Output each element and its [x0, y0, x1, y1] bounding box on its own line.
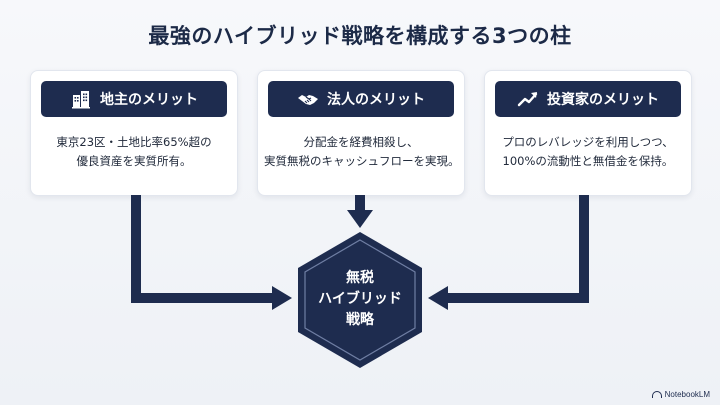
card-landowner: 地主のメリット 東京23区・土地比率65%超の 優良資産を実質所有。 — [30, 70, 238, 196]
card-description-line: 東京23区・土地比率65%超の — [56, 135, 212, 149]
central-strategy-label: 無税 ハイブリッド 戦略 — [300, 268, 420, 331]
card-description-line: 優良資産を実質所有。 — [76, 154, 192, 168]
right-connector-arrow — [428, 195, 589, 310]
trend-up-icon — [517, 88, 539, 110]
card-corporation: 法人のメリット 分配金を経費相殺し、 実質無税のキャッシュフローを実現。 — [257, 70, 465, 196]
card-header-corporation: 法人のメリット — [268, 81, 454, 117]
card-description: 分配金を経費相殺し、 実質無税のキャッシュフローを実現。 — [264, 133, 460, 171]
building-icon — [70, 88, 92, 110]
card-header-landowner: 地主のメリット — [41, 81, 227, 117]
card-description-line: プロのレバレッジを利用しつつ、 — [502, 135, 674, 149]
notebooklm-logo-icon — [651, 391, 662, 398]
left-connector-arrow — [131, 195, 292, 310]
card-description: プロのレバレッジを利用しつつ、 100%の流動性と無借金を保持。 — [491, 133, 685, 171]
card-header-label: 法人のメリット — [327, 92, 425, 108]
card-header-label: 投資家のメリット — [547, 92, 659, 108]
card-description-line: 分配金を経費相殺し、 — [303, 135, 419, 149]
central-strategy-line: 無税 — [346, 270, 374, 286]
card-description-line: 実質無税のキャッシュフローを実現。 — [264, 154, 460, 168]
card-description: 東京23区・土地比率65%超の 優良資産を実質所有。 — [37, 133, 231, 171]
card-header-investor: 投資家のメリット — [495, 81, 681, 117]
central-hexagon — [298, 232, 422, 368]
card-description-line: 100%の流動性と無借金を保持。 — [502, 154, 674, 168]
notebooklm-watermark: NotebookLM — [651, 390, 710, 399]
watermark-label: NotebookLM — [664, 390, 710, 399]
center-connector-arrow — [347, 195, 373, 228]
handshake-icon — [297, 88, 319, 110]
card-header-label: 地主のメリット — [100, 92, 198, 108]
card-investor: 投資家のメリット プロのレバレッジを利用しつつ、 100%の流動性と無借金を保持… — [484, 70, 692, 196]
central-strategy-line: 戦略 — [346, 312, 374, 328]
central-strategy-line: ハイブリッド — [318, 291, 402, 307]
slide-title: 最強のハイブリッド戦略を構成する3つの柱 — [148, 24, 572, 48]
